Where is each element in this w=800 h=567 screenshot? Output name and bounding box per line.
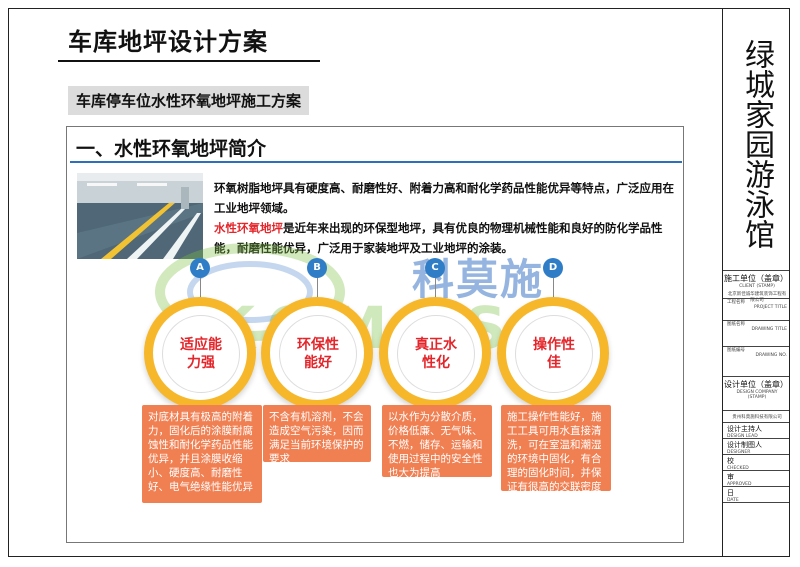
- feature-badge-a: A: [190, 258, 210, 278]
- construction-unit-en: CLIENT (STAMP): [739, 284, 775, 289]
- drawing-title-cell: 图纸名称 DRAWING TITLE: [723, 320, 789, 346]
- feature-title-c-line2: 性化: [422, 355, 450, 371]
- feature-badge-b: B: [307, 258, 327, 278]
- intro-highlight: 水性环氧地坪: [214, 221, 283, 235]
- garage-floor-photo: [77, 173, 203, 259]
- checker-en: CHECKED: [727, 466, 749, 471]
- checker-label: 校: [727, 457, 734, 465]
- construction-company: 北京新佳诚华建筑装饰工程有限公司: [727, 292, 787, 303]
- feature-title-d: 操作性佳: [515, 315, 593, 393]
- feature-ring-b: 环保性能好: [270, 306, 364, 400]
- checker-cell: 校 CHECKED: [723, 454, 789, 471]
- drawing-title-label: 图纸名称: [727, 322, 745, 327]
- document-title: 车库地坪设计方案: [68, 28, 268, 56]
- design-lead-en: DESIGN LEAD: [727, 434, 758, 439]
- design-company-cell: 贵州科莫施科技有限公司: [723, 410, 789, 422]
- section-heading: 一、水性环氧地坪简介: [76, 138, 267, 160]
- project-title-label: 工程名称: [727, 300, 745, 305]
- designer-en: DESIGNER: [727, 450, 751, 455]
- section-rule: [70, 161, 682, 163]
- drawing-no-en: DRAWING NO.: [755, 353, 787, 358]
- date-en: DATE: [727, 498, 739, 503]
- feature-title-a-line1: 适应能: [180, 337, 222, 353]
- approver-label: 审: [727, 473, 734, 481]
- drawing-title-en: DRAWING TITLE: [751, 327, 787, 332]
- date-cell: 日 DATE: [723, 486, 789, 503]
- design-unit-en: DESIGN COMPANY (STAMP): [736, 390, 778, 400]
- drawing-no-label: 图纸编号: [727, 348, 745, 353]
- feature-title-d-line2: 佳: [547, 355, 561, 371]
- project-name: 绿城家园游泳馆: [739, 39, 774, 249]
- project-title-cell: 工程名称 PROJECT TITLE: [723, 298, 789, 320]
- feature-stem-c: [435, 278, 436, 306]
- designer-cell: 设计制图人 DESIGNER: [723, 438, 789, 455]
- feature-stem-d: [553, 278, 554, 306]
- design-lead-label: 设计主持人: [727, 425, 762, 433]
- design-unit-label: 设计单位（盖章）: [724, 380, 788, 389]
- title-block: 绿城家园游泳馆 施工单位（盖章） CLIENT (STAMP) 北京新佳诚华建筑…: [722, 8, 790, 557]
- designer-label: 设计制图人: [727, 441, 762, 449]
- feature-desc-d: 施工操作性能好，施工工具可用水直接清洗，可在室温和潮湿的环境中固化，有合理的固化…: [501, 405, 611, 493]
- feature-title-b-line1: 环保性: [297, 337, 339, 353]
- design-unit-cell: 设计单位（盖章） DESIGN COMPANY (STAMP): [723, 376, 789, 410]
- design-company: 贵州科莫施科技有限公司: [732, 415, 782, 420]
- construction-unit-label: 施工单位（盖章）: [724, 274, 788, 283]
- feature-ring-a: 适应能力强: [153, 306, 247, 400]
- feature-title-b: 环保性能好: [279, 315, 357, 393]
- design-lead-cell: 设计主持人 DESIGN LEAD: [723, 422, 789, 439]
- intro-text: 环氧树脂地坪具有硬度高、耐磨性好、附着力高和耐化学药品性能优异等特点，广泛应用在…: [214, 178, 680, 258]
- feature-ring-d: 操作性佳: [506, 306, 600, 400]
- blank-cell: [723, 502, 789, 555]
- drawing-no-cell: 图纸编号 DRAWING NO.: [723, 346, 789, 376]
- approver-en: APPROVED: [727, 482, 752, 487]
- feature-badge-d: D: [543, 258, 563, 278]
- project-title-en: PROJECT TITLE: [753, 305, 787, 310]
- feature-stem-a: [200, 278, 201, 306]
- feature-desc-a: 对底材具有极高的附着力，固化后的涂膜耐腐蚀性和耐化学药品性能优异，并且涂膜收缩小…: [142, 405, 262, 503]
- title-underline: [58, 60, 320, 62]
- intro-paragraph-2: 是近年来出现的环保型地坪，具有优良的物理机械性能和良好的防化学品性能，耐磨性能优…: [214, 221, 663, 255]
- feature-title-c-line1: 真正水: [415, 337, 457, 353]
- feature-title-d-line1: 操作性: [533, 337, 575, 353]
- feature-title-c: 真正水性化: [397, 315, 475, 393]
- document-subtitle: 车库停车位水性环氧地坪施工方案: [68, 86, 310, 115]
- approver-cell: 审 APPROVED: [723, 470, 789, 487]
- feature-ring-c: 真正水性化: [388, 306, 482, 400]
- construction-unit-cell: 施工单位（盖章） CLIENT (STAMP) 北京新佳诚华建筑装饰工程有限公司: [723, 270, 789, 303]
- feature-title-b-line2: 能好: [304, 355, 332, 371]
- feature-title-a: 适应能力强: [162, 315, 240, 393]
- feature-desc-b: 不含有机溶剂，不会造成空气污染，因而满足当前环境保护的要求: [263, 405, 371, 465]
- feature-badge-c: C: [425, 258, 445, 278]
- date-label: 日: [727, 489, 734, 497]
- feature-stem-b: [317, 278, 318, 306]
- feature-desc-c: 以水作为分散介质，价格低廉、无气味、不燃，储存、运输和使用过程中的安全性也大为提…: [382, 405, 492, 479]
- intro-paragraph-1: 环氧树脂地坪具有硬度高、耐磨性好、附着力高和耐化学药品性能优异等特点，广泛应用在…: [214, 181, 674, 215]
- feature-title-a-line2: 力强: [187, 355, 215, 371]
- page-frame: [8, 8, 790, 557]
- garage-floor-illustration: [77, 173, 203, 259]
